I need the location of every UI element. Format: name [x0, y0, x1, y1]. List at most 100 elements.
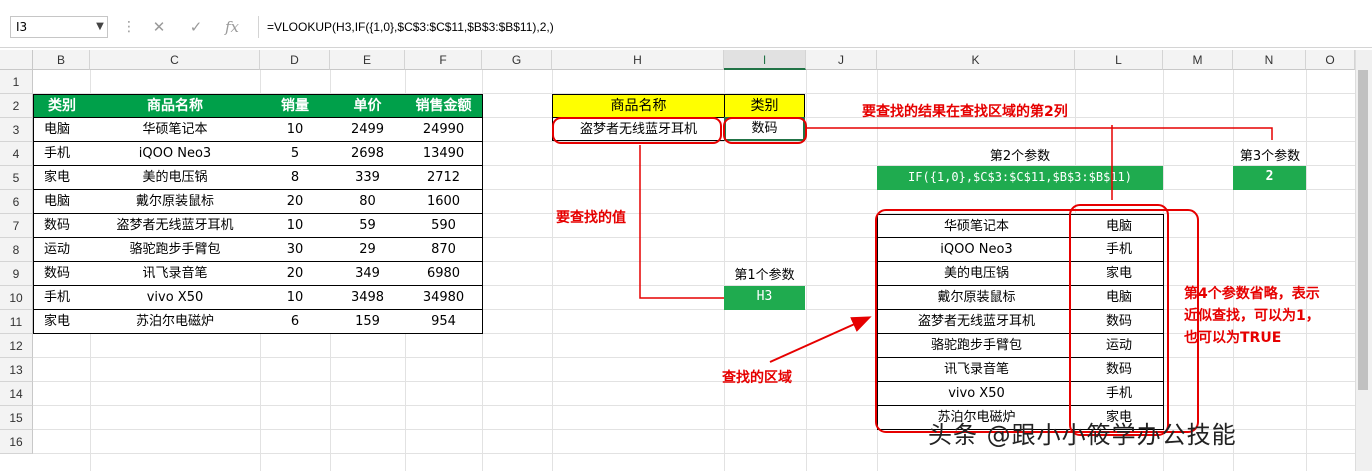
source-header-cell[interactable]: 销量 — [260, 94, 331, 118]
source-table-cell[interactable]: 苏泊尔电磁炉 — [90, 310, 261, 334]
row-header-13[interactable]: 13 — [0, 358, 33, 382]
source-table-cell[interactable]: 13490 — [405, 142, 483, 166]
swapped-table-cell[interactable]: 数码 — [1075, 310, 1164, 334]
row-header-16[interactable]: 16 — [0, 430, 33, 454]
source-table-cell[interactable]: 954 — [405, 310, 483, 334]
column-header-O[interactable]: O — [1306, 50, 1355, 70]
swapped-table-cell[interactable]: vivo X50 — [877, 382, 1076, 406]
source-table-cell[interactable]: 34980 — [405, 286, 483, 310]
column-header-M[interactable]: M — [1163, 50, 1233, 70]
column-header-K[interactable]: K — [877, 50, 1075, 70]
source-table-cell[interactable]: 美的电压锅 — [90, 166, 261, 190]
row-header-7[interactable]: 7 — [0, 214, 33, 238]
chevron-down-icon[interactable]: ▼ — [96, 21, 104, 32]
source-table-cell[interactable]: 6980 — [405, 262, 483, 286]
source-header-cell[interactable]: 商品名称 — [90, 94, 261, 118]
source-table-cell[interactable]: 10 — [260, 286, 331, 310]
column-header-D[interactable]: D — [260, 50, 330, 70]
swapped-table-cell[interactable]: 数码 — [1075, 358, 1164, 382]
source-table-cell[interactable]: 5 — [260, 142, 331, 166]
source-table-cell[interactable]: 30 — [260, 238, 331, 262]
column-header-L[interactable]: L — [1075, 50, 1163, 70]
row-header-8[interactable]: 8 — [0, 238, 33, 262]
source-table-cell[interactable]: 20 — [260, 190, 331, 214]
swapped-table-cell[interactable]: 电脑 — [1075, 214, 1164, 238]
source-table-cell[interactable]: 戴尔原装鼠标 — [90, 190, 261, 214]
source-table-cell[interactable]: 运动 — [33, 238, 91, 262]
scrollbar-thumb[interactable] — [1358, 70, 1368, 390]
swapped-table-cell[interactable]: 家电 — [1075, 406, 1164, 430]
param2-value[interactable]: IF({1,0},$C$3:$C$11,$B$3:$B$11) — [877, 166, 1163, 190]
source-table-cell[interactable]: 8 — [260, 166, 331, 190]
swapped-table-cell[interactable]: 骆驼跑步手臂包 — [877, 334, 1076, 358]
swapped-table-cell[interactable]: 手机 — [1075, 238, 1164, 262]
row-header-12[interactable]: 12 — [0, 334, 33, 358]
source-table-cell[interactable]: 2499 — [330, 118, 406, 142]
source-table-cell[interactable]: 1600 — [405, 190, 483, 214]
column-header-C[interactable]: C — [90, 50, 260, 70]
row-header-14[interactable]: 14 — [0, 382, 33, 406]
source-header-cell[interactable]: 销售金额 — [405, 94, 483, 118]
source-table-cell[interactable]: 159 — [330, 310, 406, 334]
swapped-table-cell[interactable]: 家电 — [1075, 262, 1164, 286]
source-table-cell[interactable]: iQOO Neo3 — [90, 142, 261, 166]
column-header-B[interactable]: B — [33, 50, 90, 70]
row-header-4[interactable]: 4 — [0, 142, 33, 166]
column-header-N[interactable]: N — [1233, 50, 1306, 70]
param1-value[interactable]: H3 — [724, 286, 805, 310]
enter-icon[interactable]: ✓ — [189, 18, 203, 36]
source-header-cell[interactable]: 类别 — [33, 94, 91, 118]
row-header-2[interactable]: 2 — [0, 94, 33, 118]
source-table-cell[interactable]: 盗梦者无线蓝牙耳机 — [90, 214, 261, 238]
row-header-10[interactable]: 10 — [0, 286, 33, 310]
column-header-J[interactable]: J — [806, 50, 877, 70]
source-table-cell[interactable]: 590 — [405, 214, 483, 238]
swapped-table-cell[interactable]: 盗梦者无线蓝牙耳机 — [877, 310, 1076, 334]
source-table-cell[interactable]: 349 — [330, 262, 406, 286]
source-header-cell[interactable]: 单价 — [330, 94, 406, 118]
row-header-11[interactable]: 11 — [0, 310, 33, 334]
source-table-cell[interactable]: 讯飞录音笔 — [90, 262, 261, 286]
row-header-3[interactable]: 3 — [0, 118, 33, 142]
swapped-table-cell[interactable]: iQOO Neo3 — [877, 238, 1076, 262]
source-table-cell[interactable]: 2712 — [405, 166, 483, 190]
row-header-5[interactable]: 5 — [0, 166, 33, 190]
formula-input[interactable]: =VLOOKUP(H3,IF({1,0},$C$3:$C$11,$B$3:$B$… — [258, 16, 1368, 38]
swapped-table-cell[interactable]: 手机 — [1075, 382, 1164, 406]
source-table-cell[interactable]: 骆驼跑步手臂包 — [90, 238, 261, 262]
row-header-15[interactable]: 15 — [0, 406, 33, 430]
name-box[interactable]: I3 — [10, 16, 108, 38]
function-icon[interactable]: fx — [224, 18, 239, 36]
lookup-header-name[interactable]: 商品名称 — [552, 94, 725, 118]
source-table-cell[interactable]: vivo X50 — [90, 286, 261, 310]
row-header-1[interactable]: 1 — [0, 70, 33, 94]
source-table-cell[interactable]: 数码 — [33, 262, 91, 286]
column-header-E[interactable]: E — [330, 50, 405, 70]
column-header-F[interactable]: F — [405, 50, 482, 70]
column-header-H[interactable]: H — [552, 50, 724, 70]
source-table-cell[interactable]: 870 — [405, 238, 483, 262]
swapped-table-cell[interactable]: 讯飞录音笔 — [877, 358, 1076, 382]
source-table-cell[interactable]: 29 — [330, 238, 406, 262]
swapped-table-cell[interactable]: 戴尔原装鼠标 — [877, 286, 1076, 310]
swapped-table-cell[interactable]: 运动 — [1075, 334, 1164, 358]
source-table-cell[interactable]: 数码 — [33, 214, 91, 238]
select-all-corner[interactable] — [0, 50, 33, 70]
source-table-cell[interactable]: 2698 — [330, 142, 406, 166]
source-table-cell[interactable]: 24990 — [405, 118, 483, 142]
source-table-cell[interactable]: 59 — [330, 214, 406, 238]
source-table-cell[interactable]: 3498 — [330, 286, 406, 310]
swapped-table-cell[interactable]: 美的电压锅 — [877, 262, 1076, 286]
source-table-cell[interactable]: 电脑 — [33, 118, 91, 142]
cancel-icon[interactable]: ✕ — [152, 18, 166, 36]
row-header-9[interactable]: 9 — [0, 262, 33, 286]
swapped-table-cell[interactable]: 华硕笔记本 — [877, 214, 1076, 238]
source-table-cell[interactable]: 10 — [260, 214, 331, 238]
param3-value[interactable]: 2 — [1233, 166, 1306, 190]
column-header-I[interactable]: I — [724, 50, 806, 70]
source-table-cell[interactable]: 80 — [330, 190, 406, 214]
source-table-cell[interactable]: 手机 — [33, 142, 91, 166]
row-header-6[interactable]: 6 — [0, 190, 33, 214]
source-table-cell[interactable]: 339 — [330, 166, 406, 190]
swapped-table-cell[interactable]: 电脑 — [1075, 286, 1164, 310]
